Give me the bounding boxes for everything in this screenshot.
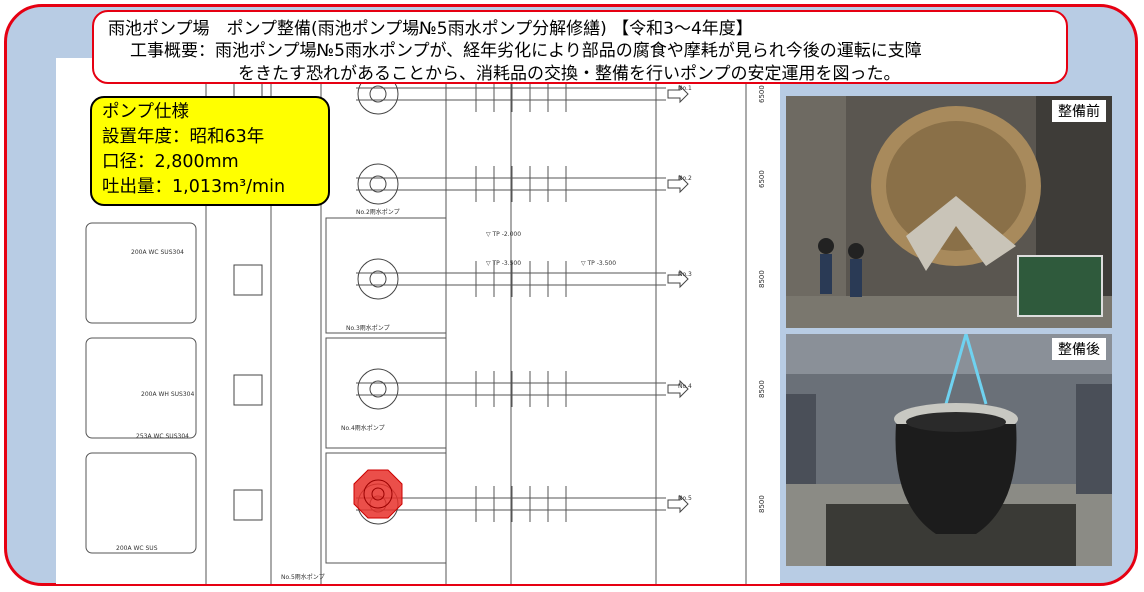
spec-year: 設置年度：昭和63年 (102, 127, 265, 147)
spec-diameter: 口径：2,800mm (102, 152, 239, 172)
pipe-label: 253A WC SUS304 (136, 433, 189, 440)
pump-casing (357, 368, 399, 410)
pump-label: No.4雨水ポンプ (341, 424, 385, 432)
pump-label: No.3雨水ポンプ (346, 324, 390, 332)
outlet-label: No.5 (678, 495, 692, 502)
pump-shaft (369, 270, 387, 288)
pump-shaft (369, 85, 387, 103)
outlet-arrow (667, 174, 689, 194)
dimension-label: 8500 (758, 380, 766, 398)
outlet-label: No.4 (678, 383, 692, 390)
pump-spec-box: ポンプ仕様 設置年度：昭和63年 口径：2,800mm 吐出量：1,013m³/… (90, 96, 330, 206)
level-label: ▽ TP -3.500 (581, 260, 616, 267)
dimension-label: 8500 (758, 270, 766, 288)
drawing-svg: 6500 6500 8500 8500 8500 ▽ TP -3.500 ▽ T… (85, 58, 766, 584)
header-box: 雨池ポンプ場 ポンプ整備(雨池ポンプ場№5雨水ポンプ分解修繕) 【令和3～4年度… (92, 10, 1068, 84)
outlet-arrow (667, 269, 689, 289)
outlet-label: No.2 (678, 175, 692, 182)
pump-casing (357, 163, 399, 205)
level-label: ▽ TP -2.000 (486, 231, 521, 238)
outlet-label: No.3 (678, 271, 692, 278)
spec-title: ポンプ仕様 (102, 102, 189, 122)
spec-discharge: 吐出量：1,013m³/min (102, 177, 286, 197)
dimension-label: 6500 (758, 170, 766, 188)
outlet-arrow (667, 379, 689, 399)
photo-after-image (786, 334, 1112, 566)
valve-box (233, 489, 263, 521)
dimension-label: 6500 (758, 85, 766, 103)
valve-box (233, 374, 263, 406)
outlet-arrow (667, 84, 689, 104)
pipe-label: 200A WH SUS304 (141, 391, 194, 398)
photo-before-maintenance: 整備前 (786, 96, 1112, 328)
before-label: 整備前 (1052, 100, 1106, 122)
photo-after-maintenance: 整備後 (786, 334, 1112, 566)
pump-shaft (369, 380, 387, 398)
pipe-label: 200A WC SUS304 (131, 249, 184, 256)
page-title: 雨池ポンプ場 ポンプ整備(雨池ポンプ場№5雨水ポンプ分解修繕) 【令和3～4年度… (108, 19, 753, 39)
after-label: 整備後 (1052, 338, 1106, 360)
highlighted-pump-no5 (353, 469, 403, 519)
pump-casing (357, 258, 399, 300)
valve-box (233, 264, 263, 296)
work-summary-line-2: をきたす恐れがあることから、消耗品の交換・整備を行いポンプの安定運用を図った。 (238, 64, 901, 84)
photo-before-image (786, 96, 1112, 328)
pump-shaft (369, 175, 387, 193)
outlet-label: No.1 (678, 85, 692, 92)
outlet-arrow (667, 494, 689, 514)
pipe-label: 200A WC SUS (116, 545, 158, 552)
pump-label: No.2雨水ポンプ (356, 208, 400, 216)
level-label: ▽ TP -3.500 (486, 260, 521, 267)
dimension-label: 8500 (758, 495, 766, 513)
work-summary-line-1: 工事概要：雨池ポンプ場№5雨水ポンプが、経年劣化により部品の腐食や摩耗が見られ今… (130, 41, 922, 61)
pump-label: No.5雨水ポンプ (281, 573, 325, 581)
